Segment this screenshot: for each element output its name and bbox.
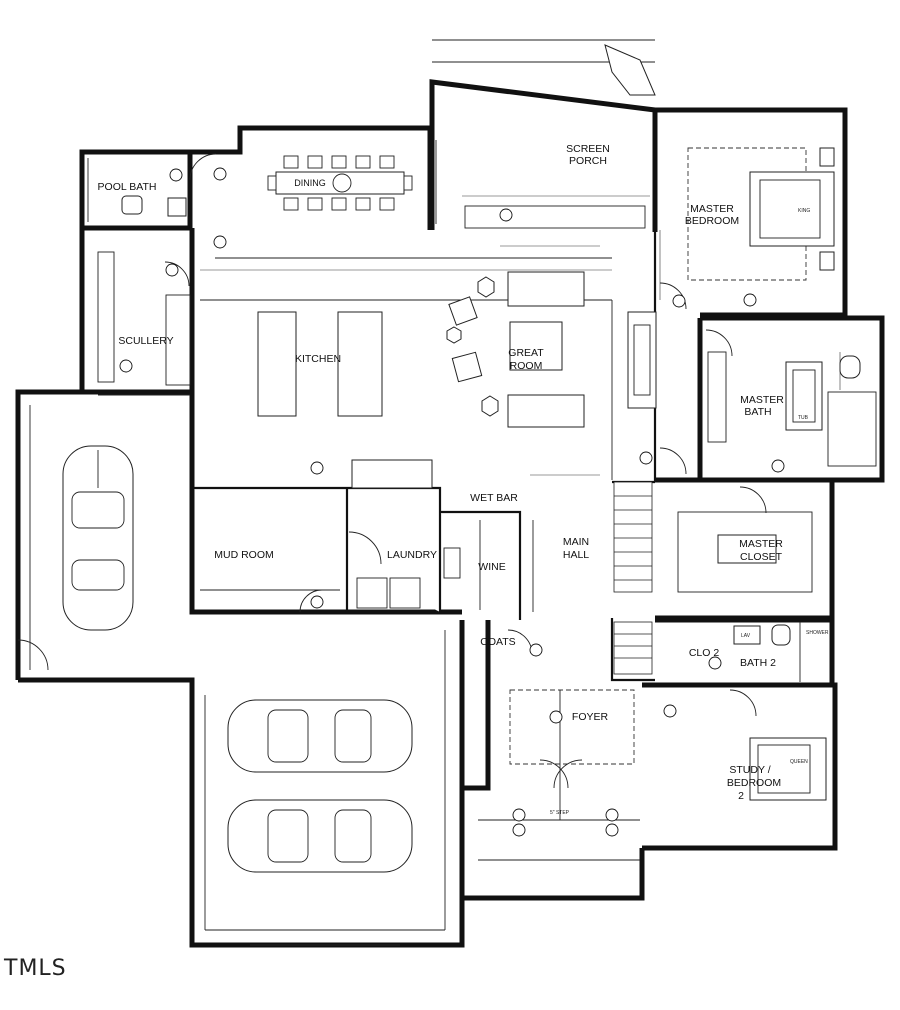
garage-cars xyxy=(62,445,413,873)
label-master-bedroom-2: BEDROOM xyxy=(685,215,739,227)
label-bath2: BATH 2 xyxy=(740,657,776,669)
fixture-labels: TUB KING QUEEN SHOWER LAV 5" STEP xyxy=(550,208,829,816)
label-screen-porch-1: SCREEN xyxy=(566,143,610,155)
label-shower: SHOWER xyxy=(806,630,829,636)
label-pool-bath: POOL BATH xyxy=(98,181,157,193)
car-horizontal-1 xyxy=(227,699,413,773)
door-swings xyxy=(17,153,767,789)
room-labels: POOL BATH DINING SCREEN PORCH MASTER BED… xyxy=(98,143,785,802)
label-wine: WINE xyxy=(478,561,505,573)
interior-lines xyxy=(29,39,877,946)
label-master-bath-1: MASTER xyxy=(740,394,784,406)
label-foyer: FOYER xyxy=(572,711,609,723)
label-great-room-1: GREAT xyxy=(508,347,544,359)
label-dining: DINING xyxy=(294,178,326,188)
label-master-bedroom-1: MASTER xyxy=(690,203,734,215)
label-lav: LAV xyxy=(741,633,751,639)
dimension-lines xyxy=(200,195,841,476)
label-scullery: SCULLERY xyxy=(118,335,173,347)
label-study-1: STUDY / xyxy=(729,764,770,776)
label-step: 5" STEP xyxy=(550,810,570,816)
label-tub: TUB xyxy=(798,415,809,421)
label-queen: QUEEN xyxy=(790,759,808,765)
label-main-hall-1: MAIN xyxy=(563,536,589,548)
label-laundry: LAUNDRY xyxy=(387,549,437,561)
label-coats: COATS xyxy=(480,636,515,648)
label-master-bath-2: BATH xyxy=(744,406,771,418)
label-clo2: CLO 2 xyxy=(689,647,720,659)
label-master-closet-1: MASTER xyxy=(739,538,783,550)
label-kitchen: KITCHEN xyxy=(295,353,341,365)
label-study-2: BEDROOM xyxy=(727,777,781,789)
label-great-room-2: ROOM xyxy=(510,360,543,372)
label-master-closet-2: CLOSET xyxy=(740,551,783,563)
car-vertical xyxy=(62,445,134,631)
label-study-3: 2 xyxy=(738,790,744,802)
mls-watermark: TMLS xyxy=(3,956,67,981)
label-main-hall-2: HALL xyxy=(563,549,589,561)
label-mud-room: MUD ROOM xyxy=(214,549,274,561)
car-horizontal-2 xyxy=(227,799,413,873)
label-screen-porch-2: PORCH xyxy=(569,155,607,167)
label-king: KING xyxy=(798,208,810,214)
door-tags xyxy=(119,167,785,837)
label-wet-bar: WET BAR xyxy=(470,492,518,504)
